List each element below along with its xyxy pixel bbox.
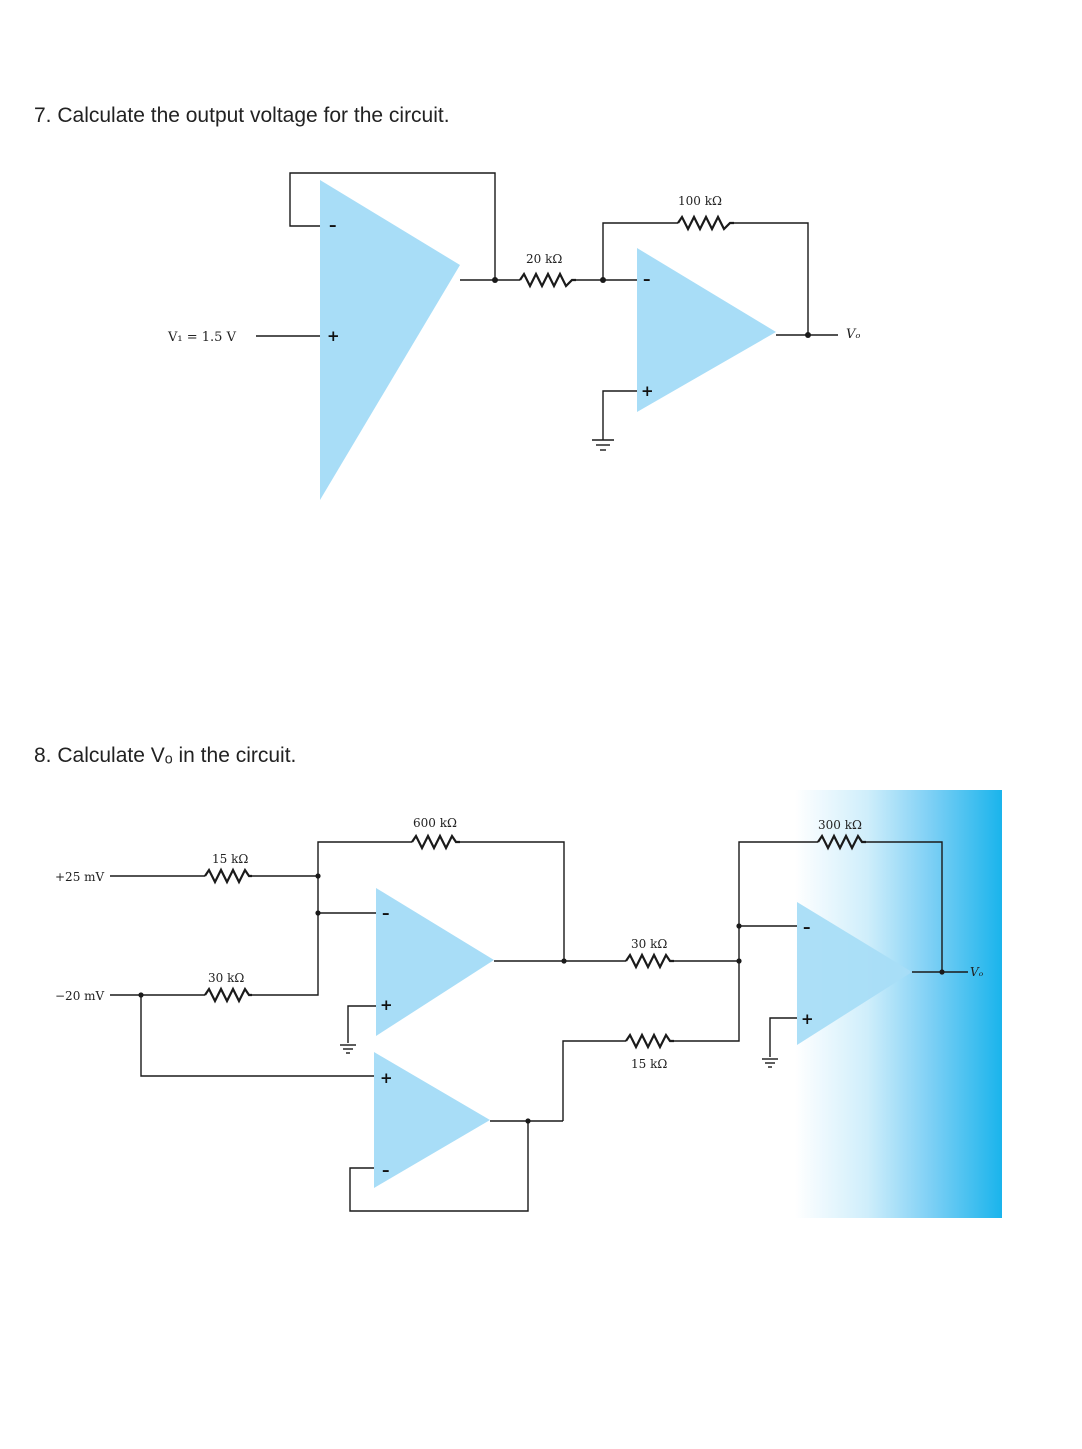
resistor-300k-label: 300 kΩ (818, 818, 862, 832)
input-2-label: −20 mV (55, 989, 105, 1003)
opamp-1 (320, 180, 460, 500)
input-1-label: +25 mV (55, 870, 105, 884)
resistor-20k (519, 271, 576, 289)
opamp-c-plus: + (801, 1010, 814, 1028)
resistor-30k-a-label: 30 kΩ (208, 971, 244, 985)
input-label: V₁ = 1.5 V (167, 330, 237, 345)
ground-icon (762, 1058, 778, 1068)
ground-icon (340, 1044, 356, 1054)
opamp-b-plus: + (380, 1069, 393, 1087)
resistor-600k (411, 833, 460, 851)
opamp-c (797, 902, 912, 1045)
resistor-300k (817, 833, 866, 851)
opamp-b (374, 1052, 490, 1188)
opamp-a (376, 888, 494, 1036)
resistor-15k-a-label: 15 kΩ (212, 852, 248, 866)
feedback-wire-1 (289, 172, 496, 280)
circuit-1-diagram: – + V₁ = 1.5 V 20 kΩ – + 100 kΩ Vₒ (167, 172, 860, 500)
opamp-2-plus: + (641, 382, 654, 400)
ground-icon (592, 439, 614, 451)
opamp-c-minus: – (803, 918, 811, 936)
resistor-600k-label: 600 kΩ (413, 816, 457, 830)
output-label: Vₒ (846, 327, 860, 342)
opamp-a-minus: – (382, 904, 390, 922)
resistor-100k-label: 100 kΩ (678, 194, 722, 208)
resistor-15k-a (204, 867, 252, 885)
resistor-15k-b (625, 1032, 674, 1050)
opamp-1-minus: – (329, 216, 337, 234)
opamp-2 (637, 248, 776, 412)
opamp-a-plus: + (380, 996, 393, 1014)
opamp-2-minus: – (643, 270, 651, 288)
resistor-30k-a (204, 986, 252, 1004)
resistor-15k-b-label: 15 kΩ (631, 1057, 667, 1071)
opamp-b-minus: – (382, 1161, 390, 1179)
opamp-1-plus: + (327, 327, 340, 345)
resistor-100k (677, 214, 734, 232)
resistor-30k-b-label: 30 kΩ (631, 937, 667, 951)
question-7: 7. Calculate the output voltage for the … (34, 104, 450, 127)
resistor-20k-label: 20 kΩ (526, 252, 562, 266)
question-8: 8. Calculate Vₒ in the circuit. (34, 744, 297, 767)
output-label: Vₒ (970, 965, 984, 979)
circuit-2-diagram: +25 mV 15 kΩ −20 mV 30 kΩ 600 kΩ – + 30 … (55, 790, 1002, 1218)
resistor-30k-b (625, 952, 674, 970)
